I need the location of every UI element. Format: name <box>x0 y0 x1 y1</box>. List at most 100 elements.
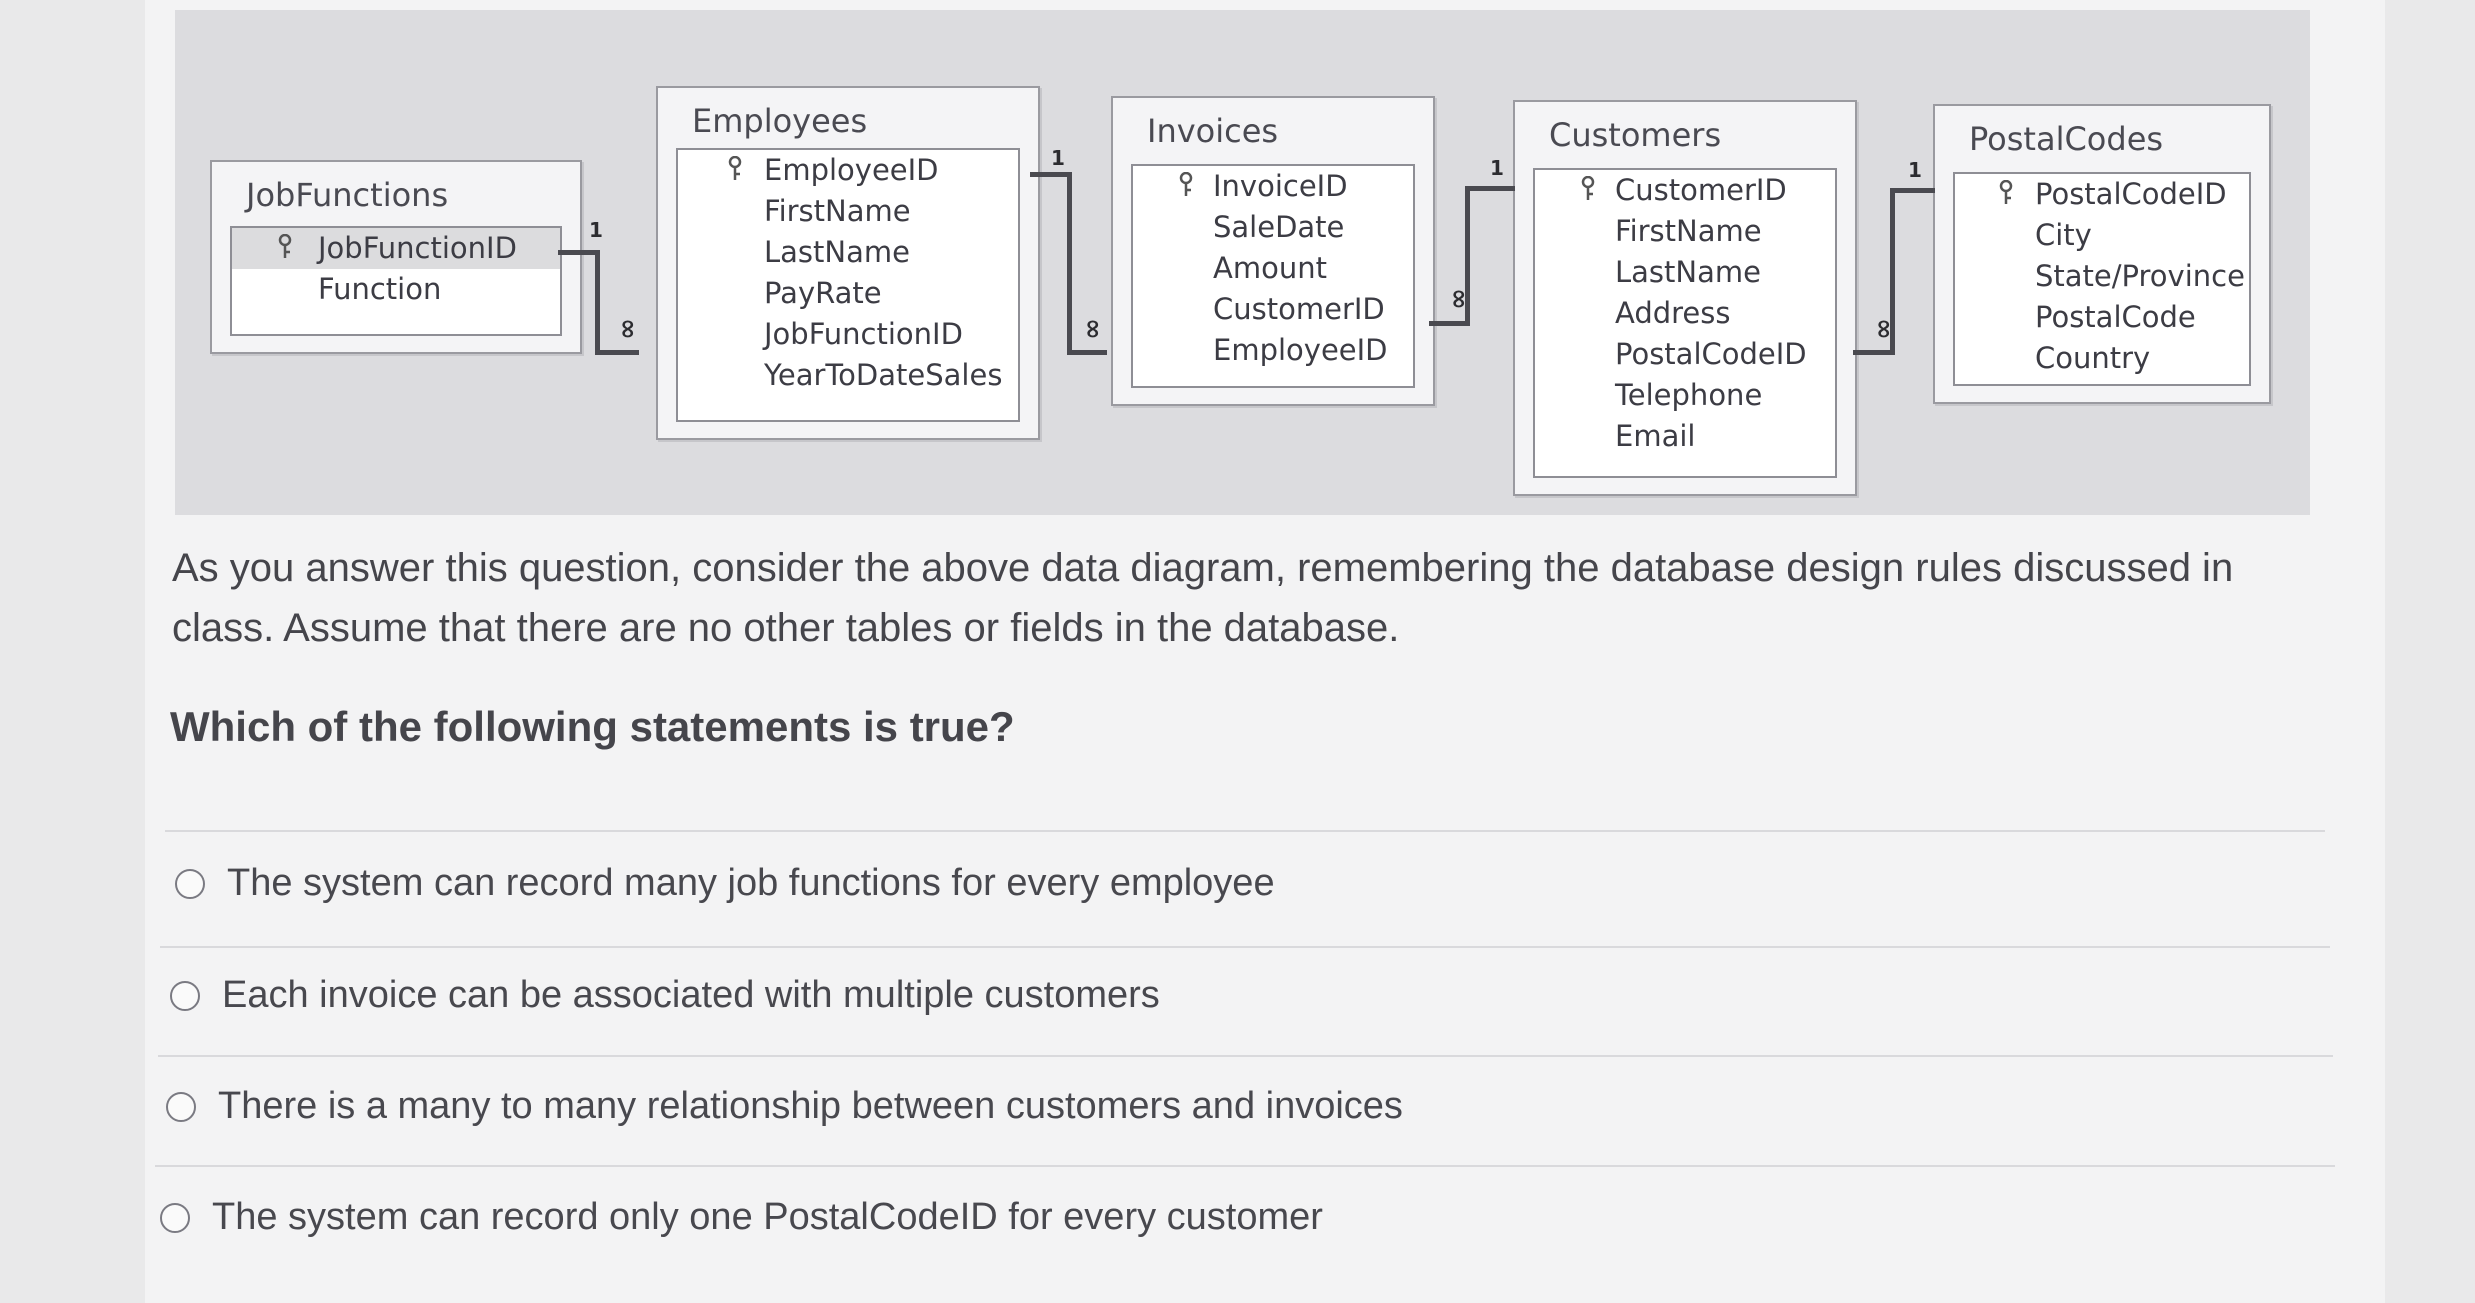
field-list: JobFunctionID Function <box>230 226 562 336</box>
table-name: PostalCodes <box>1969 120 2164 158</box>
table-employees: Employees EmployeeID FirstName LastName … <box>656 86 1040 440</box>
one-label: 1 <box>1490 156 1504 180</box>
field-name: InvoiceID <box>1213 169 1348 203</box>
field-name: Function <box>318 272 442 306</box>
relationship-line <box>1465 186 1470 326</box>
field-name: Email <box>1615 419 1696 453</box>
relationship-line <box>1067 350 1107 355</box>
field-item: FirstName <box>678 191 1018 232</box>
field-item: Amount <box>1133 248 1413 289</box>
field-item: EmployeeID <box>1133 330 1413 371</box>
field-item: LastName <box>1535 252 1835 293</box>
divider <box>155 1165 2335 1167</box>
field-list: EmployeeID FirstName LastName PayRate Jo… <box>676 148 1020 422</box>
field-name: LastName <box>1615 255 1761 289</box>
one-label: 1 <box>1051 146 1065 170</box>
table-customers: Customers CustomerID FirstName LastName … <box>1513 100 1857 496</box>
divider <box>158 1055 2333 1057</box>
field-item: JobFunctionID <box>678 314 1018 355</box>
field-name: PostalCodeID <box>2035 177 2227 211</box>
table-postalcodes: PostalCodes PostalCodeID City State/Prov… <box>1933 104 2271 404</box>
option-label: There is a many to many relationship bet… <box>218 1085 1403 1127</box>
answer-option[interactable]: The system can record many job functions… <box>175 862 1275 905</box>
field-item: PayRate <box>678 273 1018 314</box>
field-item: Address <box>1535 293 1835 334</box>
field-name: EmployeeID <box>764 153 939 187</box>
field-name: LastName <box>764 235 910 269</box>
field-name: CustomerID <box>1213 292 1385 326</box>
field-item: City <box>1955 215 2249 256</box>
relationship-line <box>558 250 598 255</box>
field-item: PostalCodeID <box>1535 334 1835 375</box>
many-label: ∞ <box>612 318 643 340</box>
key-icon <box>1581 176 1595 200</box>
relationship-line <box>1030 172 1070 177</box>
answer-option[interactable]: There is a many to many relationship bet… <box>166 1085 1403 1128</box>
field-item: Function <box>232 269 560 310</box>
relationship-line <box>595 350 639 355</box>
field-item: CustomerID <box>1133 289 1413 330</box>
field-name: EmployeeID <box>1213 333 1388 367</box>
relationship-line <box>595 250 600 355</box>
option-label: The system can record many job functions… <box>227 862 1275 904</box>
table-name: Employees <box>692 102 868 140</box>
table-name: JobFunctions <box>246 176 449 214</box>
field-name: FirstName <box>764 194 911 228</box>
radio-button[interactable] <box>166 1091 196 1122</box>
field-name: Address <box>1615 296 1731 330</box>
radio-button[interactable] <box>175 868 205 899</box>
field-item: EmployeeID <box>678 150 1018 191</box>
field-name: PostalCodeID <box>1615 337 1807 371</box>
relationship-line <box>1890 188 1895 355</box>
key-icon <box>1999 180 2013 204</box>
field-item: State/Province <box>1955 256 2249 297</box>
many-label: ∞ <box>1868 318 1899 340</box>
many-label: ∞ <box>1443 288 1474 310</box>
field-list: PostalCodeID City State/Province PostalC… <box>1953 172 2251 386</box>
field-name: CustomerID <box>1615 173 1787 207</box>
field-name: JobFunctionID <box>764 317 963 351</box>
key-icon <box>1179 172 1193 196</box>
field-name: Telephone <box>1615 378 1763 412</box>
radio-button[interactable] <box>160 1202 190 1233</box>
field-item: Telephone <box>1535 375 1835 416</box>
field-name: PostalCode <box>2035 300 2196 334</box>
field-name: YearToDateSales <box>764 358 1003 392</box>
field-item: Country <box>1955 338 2249 379</box>
answer-option[interactable]: Each invoice can be associated with mult… <box>170 974 1160 1017</box>
field-name: FirstName <box>1615 214 1762 248</box>
field-list: InvoiceID SaleDate Amount CustomerID Emp… <box>1131 164 1415 388</box>
relationship-line <box>1890 188 1935 193</box>
field-item: FirstName <box>1535 211 1835 252</box>
field-name: Amount <box>1213 251 1327 285</box>
field-name: State/Province <box>2035 259 2245 293</box>
field-name: PayRate <box>764 276 882 310</box>
table-jobfunctions: JobFunctions JobFunctionID Function <box>210 160 582 354</box>
field-list: CustomerID FirstName LastName Address Po… <box>1533 168 1837 478</box>
relationship-line <box>1067 172 1072 354</box>
option-label: The system can record only one PostalCod… <box>212 1196 1323 1238</box>
relationship-line <box>1429 321 1469 326</box>
one-label: 1 <box>1908 158 1922 182</box>
radio-button[interactable] <box>170 980 200 1011</box>
many-label: ∞ <box>1077 318 1108 340</box>
field-item: CustomerID <box>1535 170 1835 211</box>
field-item: SaleDate <box>1133 207 1413 248</box>
option-label: Each invoice can be associated with mult… <box>222 974 1160 1016</box>
divider <box>160 946 2330 948</box>
table-name: Invoices <box>1147 112 1279 150</box>
field-item: LastName <box>678 232 1018 273</box>
question-text: As you answer this question, consider th… <box>172 546 2234 650</box>
key-icon <box>728 156 742 180</box>
field-name: Country <box>2035 341 2151 375</box>
field-item: YearToDateSales <box>678 355 1018 396</box>
divider <box>165 830 2325 832</box>
relationship-line <box>1853 350 1895 355</box>
relationship-diagram: JobFunctions JobFunctionID Function Empl… <box>175 10 2310 515</box>
key-icon <box>278 234 292 258</box>
field-name: City <box>2035 218 2092 252</box>
table-name: Customers <box>1549 116 1722 154</box>
field-item: PostalCodeID <box>1955 174 2249 215</box>
answer-option[interactable]: The system can record only one PostalCod… <box>160 1196 1323 1239</box>
one-label: 1 <box>589 218 603 242</box>
